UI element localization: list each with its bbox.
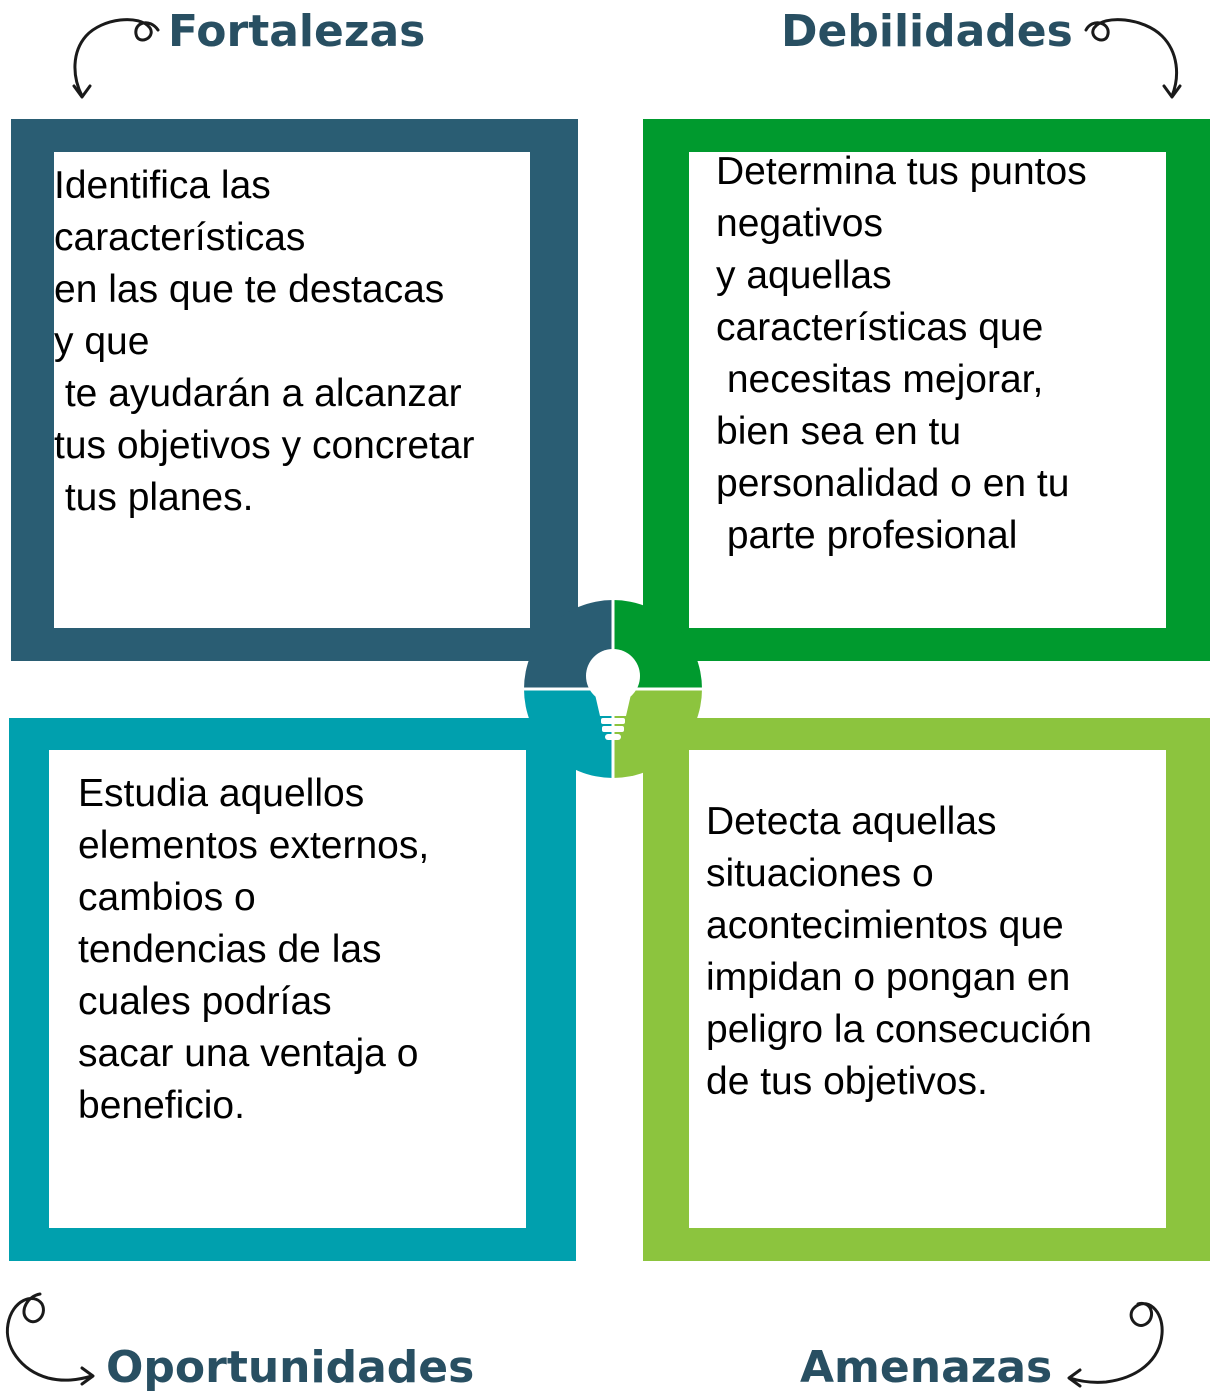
amenazas-title: Amenazas: [800, 1342, 1053, 1393]
debilidades-text: Determina tus puntos negativos y aquella…: [716, 150, 1087, 557]
fortalezas-title: Fortalezas: [168, 6, 426, 57]
fortalezas-box: [54, 152, 530, 628]
amenazas-text: Detecta aquellas situaciones o acontecim…: [706, 800, 1092, 1103]
oportunidades-text: Estudia aquellos elementos externos, cam…: [78, 772, 430, 1127]
debilidades-title: Debilidades: [781, 6, 1073, 57]
oportunidades-title: Oportunidades: [106, 1342, 475, 1393]
debilidades-box: [689, 152, 1166, 628]
oportunidades-box: [49, 750, 526, 1228]
fortalezas-text: Identifica las características en las qu…: [54, 164, 475, 519]
amenazas-box: [689, 750, 1166, 1228]
